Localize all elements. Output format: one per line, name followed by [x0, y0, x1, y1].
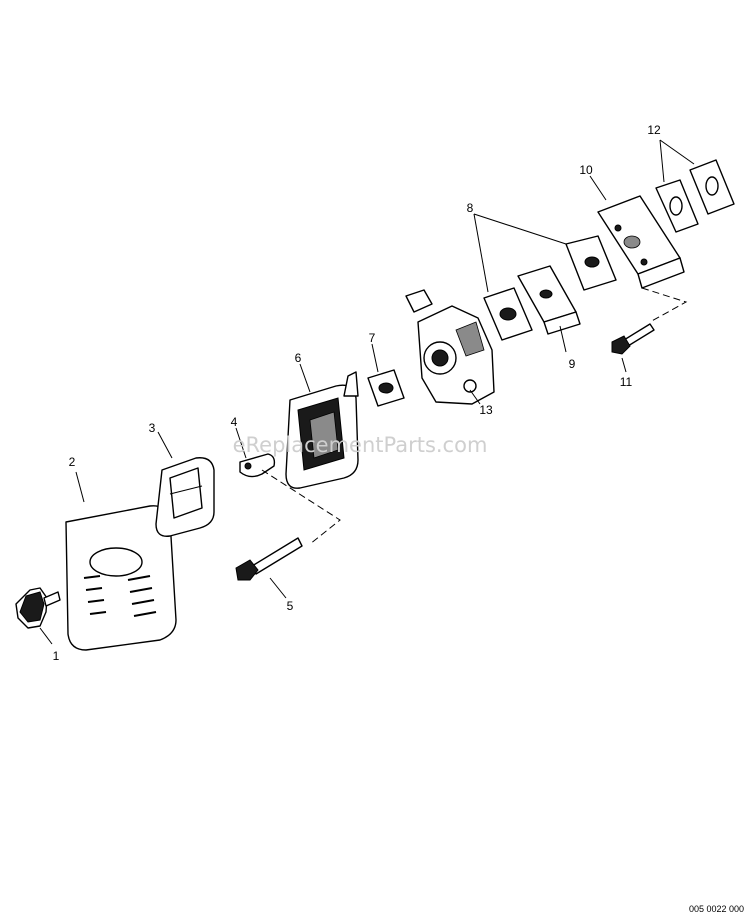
callout-12: 12 — [647, 123, 661, 137]
callout-5: 5 — [287, 599, 294, 613]
part-3-air-filter — [155, 457, 215, 537]
part-1-knob — [15, 587, 61, 629]
callout-7: 7 — [369, 331, 376, 345]
diagram-code: 005 0022 000 — [689, 904, 744, 914]
leader-12b — [659, 139, 695, 165]
watermark-text: eReplacementParts.com — [233, 433, 488, 457]
part-10-insulator — [597, 195, 685, 289]
part-8-gasket-b — [565, 235, 617, 291]
leader-3 — [157, 431, 173, 459]
leader-9 — [559, 325, 567, 353]
leader-10 — [589, 175, 607, 201]
part-13-carburetor — [405, 289, 495, 405]
part-11-bolt — [611, 323, 655, 355]
part-6-filter-housing — [285, 371, 359, 489]
leader-2 — [75, 471, 85, 503]
callout-13: 13 — [479, 403, 493, 417]
leader-1 — [39, 627, 53, 645]
callout-6: 6 — [295, 351, 302, 365]
leader-13 — [469, 389, 481, 405]
leader-8b — [473, 213, 567, 245]
dash-10-11 — [641, 287, 688, 323]
callout-1: 1 — [53, 649, 60, 663]
leader-8a — [473, 213, 489, 293]
leader-5 — [269, 577, 287, 599]
leader-6 — [299, 363, 311, 393]
part-4-bracket — [239, 453, 276, 478]
part-7-gasket — [367, 369, 405, 407]
callout-2: 2 — [69, 455, 76, 469]
callout-3: 3 — [149, 421, 156, 435]
dash-4-5 — [261, 469, 341, 545]
callout-9: 9 — [569, 357, 576, 371]
callout-4: 4 — [231, 415, 238, 429]
part-9-spacer — [517, 265, 581, 335]
part-12-gasket-a — [655, 179, 699, 233]
part-8-gasket-a — [483, 287, 533, 341]
leader-4 — [235, 427, 247, 459]
callout-11: 11 — [620, 375, 633, 389]
leader-7 — [371, 343, 379, 373]
part-2-air-cover — [65, 505, 177, 651]
leader-11 — [621, 357, 627, 373]
part-5-bolt — [235, 537, 303, 581]
part-12-gasket-b — [689, 159, 735, 215]
callout-8: 8 — [467, 201, 474, 215]
leader-12a — [659, 139, 665, 183]
callout-10: 10 — [579, 163, 593, 177]
